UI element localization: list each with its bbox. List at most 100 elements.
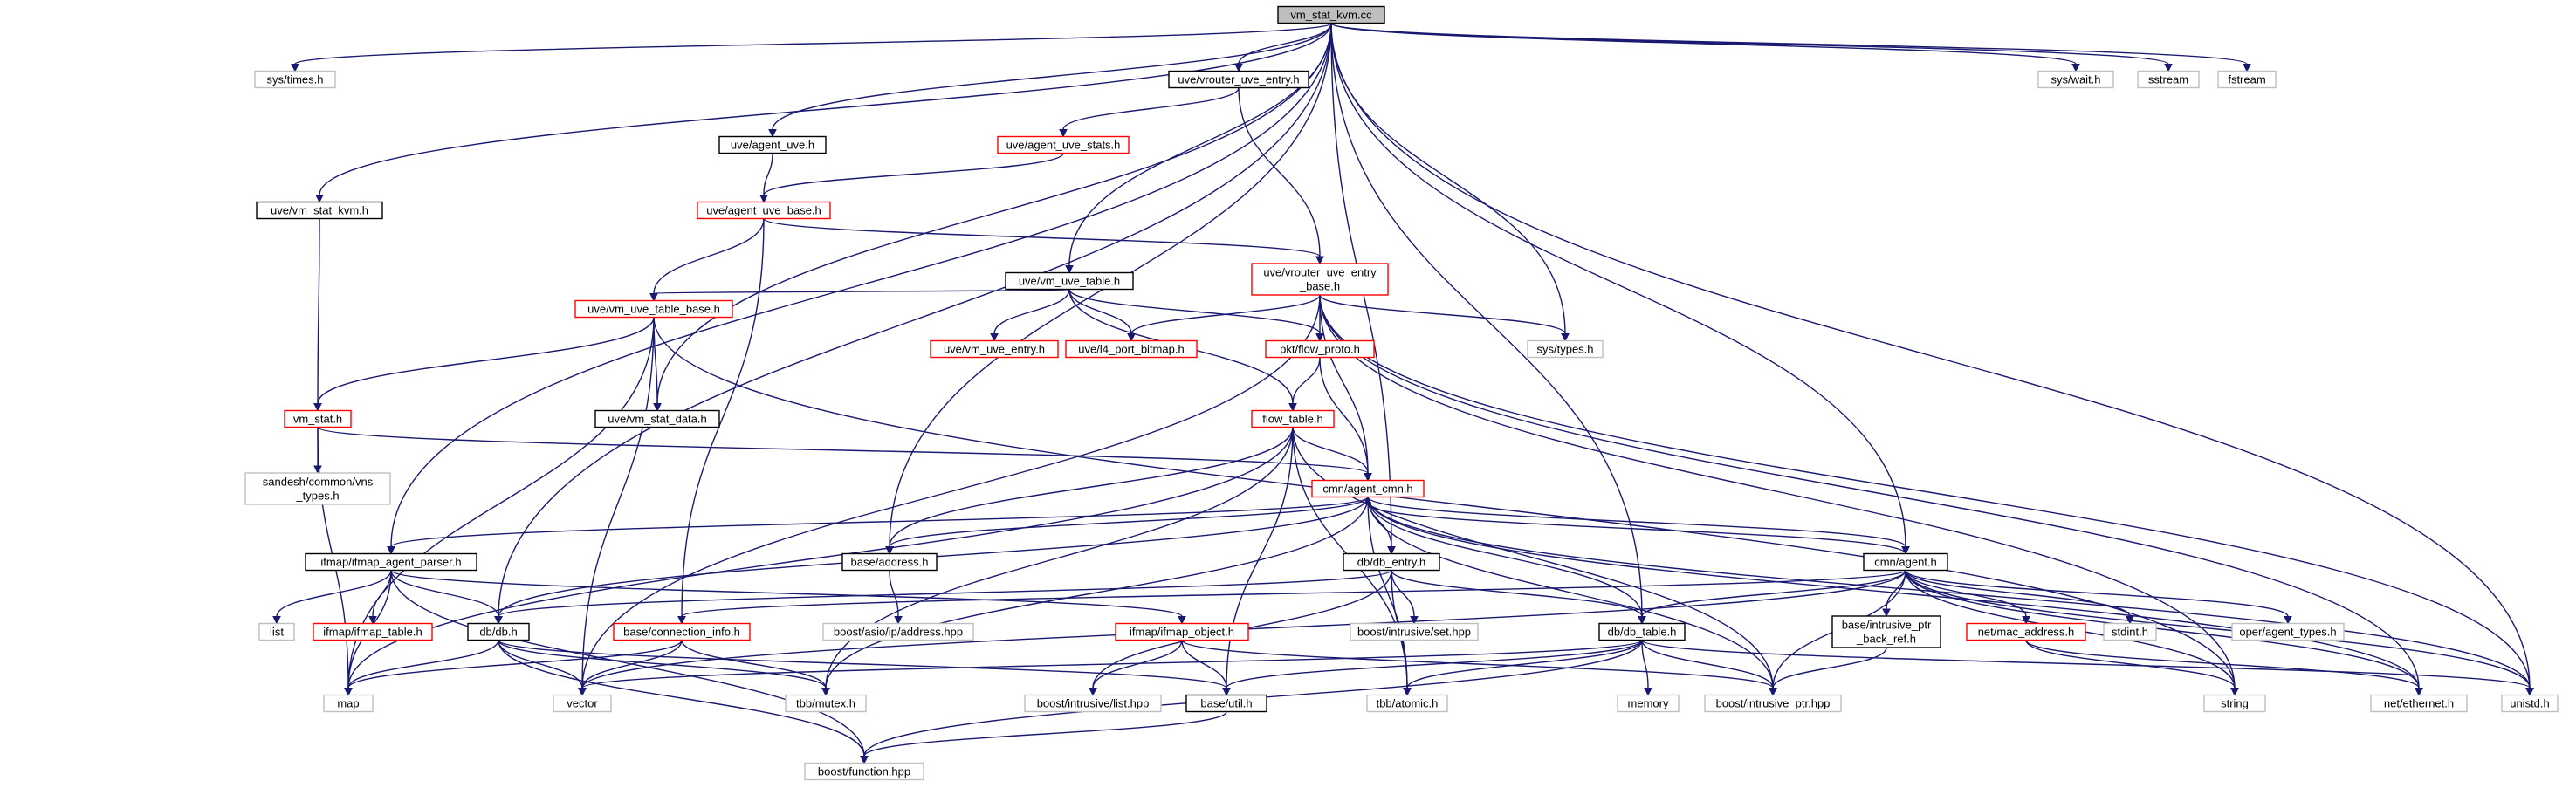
node-base-intrusive-ptr-back-ref[interactable]: base/intrusive_ptr_back_ref.h bbox=[1831, 615, 1941, 648]
edge-cmn_agent-to-oper_agent_types bbox=[1905, 570, 2292, 625]
node-net-mac-address[interactable]: net/mac_address.h bbox=[1966, 622, 2086, 641]
node-memory[interactable]: memory bbox=[1617, 694, 1680, 713]
node-vm-stat[interactable]: vm_stat.h bbox=[284, 409, 352, 428]
node-ifmap-object[interactable]: ifmap/ifmap_object.h bbox=[1115, 622, 1249, 641]
node-label: boost/function.hpp bbox=[818, 765, 910, 778]
node-label: _back_ref.h bbox=[1856, 633, 1916, 646]
node-uve-agent-uve[interactable]: uve/agent_uve.h bbox=[718, 135, 827, 154]
node-label: sys/wait.h bbox=[2050, 73, 2100, 86]
node-label: oper/agent_types.h bbox=[2239, 626, 2336, 639]
node-box bbox=[1350, 622, 1479, 641]
node-ifmap-agent-parser[interactable]: ifmap/ifmap_agent_parser.h bbox=[305, 552, 477, 572]
node-tbb-mutex[interactable]: tbb/mutex.h bbox=[785, 694, 867, 713]
node-label: uve/l4_port_bitmap.h bbox=[1078, 343, 1184, 356]
node-sstream[interactable]: sstream bbox=[2137, 70, 2200, 89]
node-box bbox=[284, 409, 352, 428]
node-label: db/db_table.h bbox=[1608, 626, 1677, 639]
node-sandesh-vns[interactable]: sandesh/common/vns_types.h bbox=[244, 472, 391, 505]
node-label: ifmap/ifmap_agent_parser.h bbox=[320, 556, 461, 569]
node-fstream[interactable]: fstream bbox=[2217, 70, 2277, 89]
node-box bbox=[1168, 70, 1309, 89]
node-boost-asio-address[interactable]: boost/asio/ip/address.hpp bbox=[822, 622, 974, 641]
node-box bbox=[1598, 622, 1686, 641]
node-net-ethernet[interactable]: net/ethernet.h bbox=[2370, 694, 2468, 713]
node-boost-intrusive-list[interactable]: boost/intrusive/list.hpp bbox=[1024, 694, 1162, 713]
edge-db_table-to-base_util bbox=[1222, 640, 1643, 696]
node-uve-vm-uve-table[interactable]: uve/vm_uve_table.h bbox=[1005, 271, 1134, 291]
node-boost-function[interactable]: boost/function.hpp bbox=[804, 762, 924, 781]
node-label: tbb/mutex.h bbox=[796, 697, 855, 710]
node-uve-vm-uve-table-base[interactable]: uve/vm_uve_table_base.h bbox=[574, 299, 733, 319]
node-label: string bbox=[2221, 697, 2249, 710]
node-box bbox=[1311, 479, 1425, 498]
node-box bbox=[1704, 694, 1842, 713]
node-sys-times[interactable]: sys/times.h bbox=[254, 70, 336, 89]
node-box bbox=[2103, 622, 2157, 641]
edge-flow_table-to-map bbox=[344, 427, 1294, 696]
node-uve-vrouter-entry[interactable]: uve/vrouter_uve_entry.h bbox=[1168, 70, 1309, 89]
node-label: base/connection_info.h bbox=[623, 626, 740, 639]
edge-ifmap_object-to-base_util bbox=[1181, 640, 1231, 696]
node-string[interactable]: string bbox=[2203, 694, 2266, 713]
node-ifmap-table[interactable]: ifmap/ifmap_table.h bbox=[313, 622, 433, 641]
node-list[interactable]: list bbox=[258, 622, 295, 641]
node-pkt-flow-proto[interactable]: pkt/flow_proto.h bbox=[1265, 339, 1375, 359]
edge-cmn_agent_cmn-to-base_address bbox=[885, 496, 1369, 555]
edge-db_db-to-vector bbox=[498, 640, 587, 696]
edge-ifmap_agent_parser-to-db_db bbox=[390, 570, 503, 625]
node-box bbox=[804, 762, 924, 781]
node-base-address[interactable]: base/address.h bbox=[841, 552, 938, 572]
node-sys-wait[interactable]: sys/wait.h bbox=[2037, 70, 2114, 89]
edge-cmn_agent-to-net_mac_address bbox=[1905, 570, 2030, 625]
edge-base_connection_info-to-tbb_mutex bbox=[681, 640, 830, 696]
node-base-connection-info[interactable]: base/connection_info.h bbox=[613, 622, 751, 641]
node-oper-agent-types[interactable]: oper/agent_types.h bbox=[2231, 622, 2345, 641]
node-uve-agent-uve-stats[interactable]: uve/agent_uve_stats.h bbox=[997, 135, 1130, 154]
node-map[interactable]: map bbox=[323, 694, 374, 713]
node-uve-l4-port-bitmap[interactable]: uve/l4_port_bitmap.h bbox=[1065, 339, 1198, 359]
node-uve-vm-stat-kvm[interactable]: uve/vm_stat_kvm.h bbox=[256, 201, 383, 220]
edge-base_intrusive_ptr_back_ref-to-boost_intrusive_ptr bbox=[1769, 647, 1887, 696]
edge-db_table-to-memory bbox=[1641, 640, 1652, 696]
node-label: boost/asio/ip/address.hpp bbox=[834, 626, 963, 639]
node-label: uve/vm_uve_table.h bbox=[1019, 275, 1120, 288]
node-db-table[interactable]: db/db_table.h bbox=[1598, 622, 1686, 641]
node-label: sandesh/common/vns bbox=[263, 476, 374, 489]
node-label: sstream bbox=[2148, 73, 2188, 86]
node-label: uve/vm_uve_entry.h bbox=[944, 343, 1045, 356]
edge-base_address-to-boost_asio_address bbox=[889, 570, 903, 625]
node-boost-intrusive-set[interactable]: boost/intrusive/set.hpp bbox=[1350, 622, 1479, 641]
node-uve-vrouter-entry-base[interactable]: uve/vrouter_uve_entry_base.h bbox=[1251, 263, 1389, 296]
node-label: uve/vrouter_uve_entry bbox=[1263, 266, 1377, 279]
node-sys-types[interactable]: sys/types.h bbox=[1527, 339, 1604, 359]
node-flow-table[interactable]: flow_table.h bbox=[1251, 409, 1335, 428]
node-boost-intrusive-ptr[interactable]: boost/intrusive_ptr.hpp bbox=[1704, 694, 1842, 713]
edge-uve_agent_uve_base-to-uve_vrouter_entry_base bbox=[763, 217, 1324, 265]
node-tbb-atomic[interactable]: tbb/atomic.h bbox=[1366, 694, 1448, 713]
node-stdint[interactable]: stdint.h bbox=[2103, 622, 2157, 641]
edge-flow_table-to-cmn_agent_cmn bbox=[1292, 427, 1372, 482]
node-box bbox=[841, 552, 938, 572]
node-vector[interactable]: vector bbox=[553, 694, 612, 713]
node-box bbox=[574, 299, 733, 319]
node-uve-agent-uve-base[interactable]: uve/agent_uve_base.h bbox=[697, 201, 831, 220]
node-box bbox=[553, 694, 612, 713]
node-root[interactable]: vm_stat_kvm.cc bbox=[1277, 5, 1385, 24]
node-label: db/db_entry.h bbox=[1357, 556, 1426, 569]
node-uve-vm-uve-entry[interactable]: uve/vm_uve_entry.h bbox=[930, 339, 1059, 359]
node-uve-vm-stat-data[interactable]: uve/vm_stat_data.h bbox=[594, 409, 720, 428]
node-base-util[interactable]: base/util.h bbox=[1185, 694, 1267, 713]
node-cmn-agent[interactable]: cmn/agent.h bbox=[1863, 552, 1948, 572]
edge-root-to-db_table bbox=[1330, 23, 1646, 625]
node-unistd[interactable]: unistd.h bbox=[2501, 694, 2559, 713]
node-label: net/mac_address.h bbox=[1978, 626, 2075, 639]
node-cmn-agent-cmn[interactable]: cmn/agent_cmn.h bbox=[1311, 479, 1425, 498]
edge-db_entry-to-db_table bbox=[1391, 570, 1646, 625]
node-box bbox=[1251, 263, 1389, 296]
node-db-db[interactable]: db/db.h bbox=[467, 622, 530, 641]
node-label: map bbox=[337, 697, 359, 710]
node-label: list bbox=[270, 626, 284, 639]
node-db-entry[interactable]: db/db_entry.h bbox=[1343, 552, 1440, 572]
node-label: _types.h bbox=[295, 490, 339, 503]
